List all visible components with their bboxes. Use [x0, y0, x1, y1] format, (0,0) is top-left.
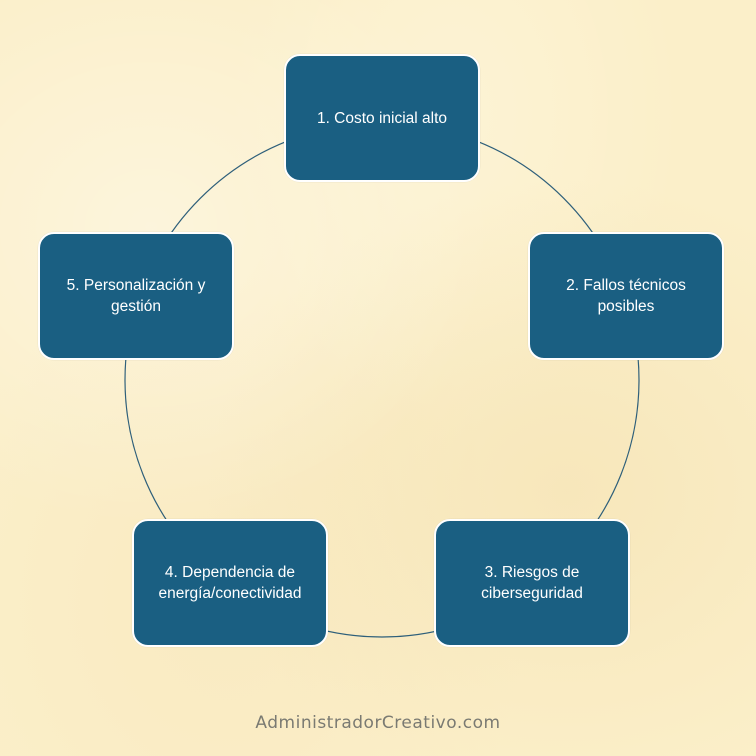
cycle-node-1-label: 1. Costo inicial alto	[316, 109, 448, 127]
cycle-node-1: 1. Costo inicial alto	[284, 54, 480, 182]
cycle-node-5-label: 5. Personalización y gestión	[66, 277, 206, 315]
watermark-text: AdministradorCreativo.com	[255, 713, 501, 733]
cycle-node-2: 2. Fallos técnicos posibles	[528, 232, 724, 360]
cycle-node-4-label: 4. Dependencia de energía/conectividad	[158, 564, 302, 602]
cycle-node-3: 3. Riesgos de ciberseguridad	[434, 519, 630, 647]
cycle-node-5: 5. Personalización y gestión	[38, 232, 234, 360]
cycle-node-3-label: 3. Riesgos de ciberseguridad	[481, 564, 583, 602]
cycle-node-2-label: 2. Fallos técnicos posibles	[566, 277, 686, 315]
cycle-node-4: 4. Dependencia de energía/conectividad	[132, 519, 328, 647]
